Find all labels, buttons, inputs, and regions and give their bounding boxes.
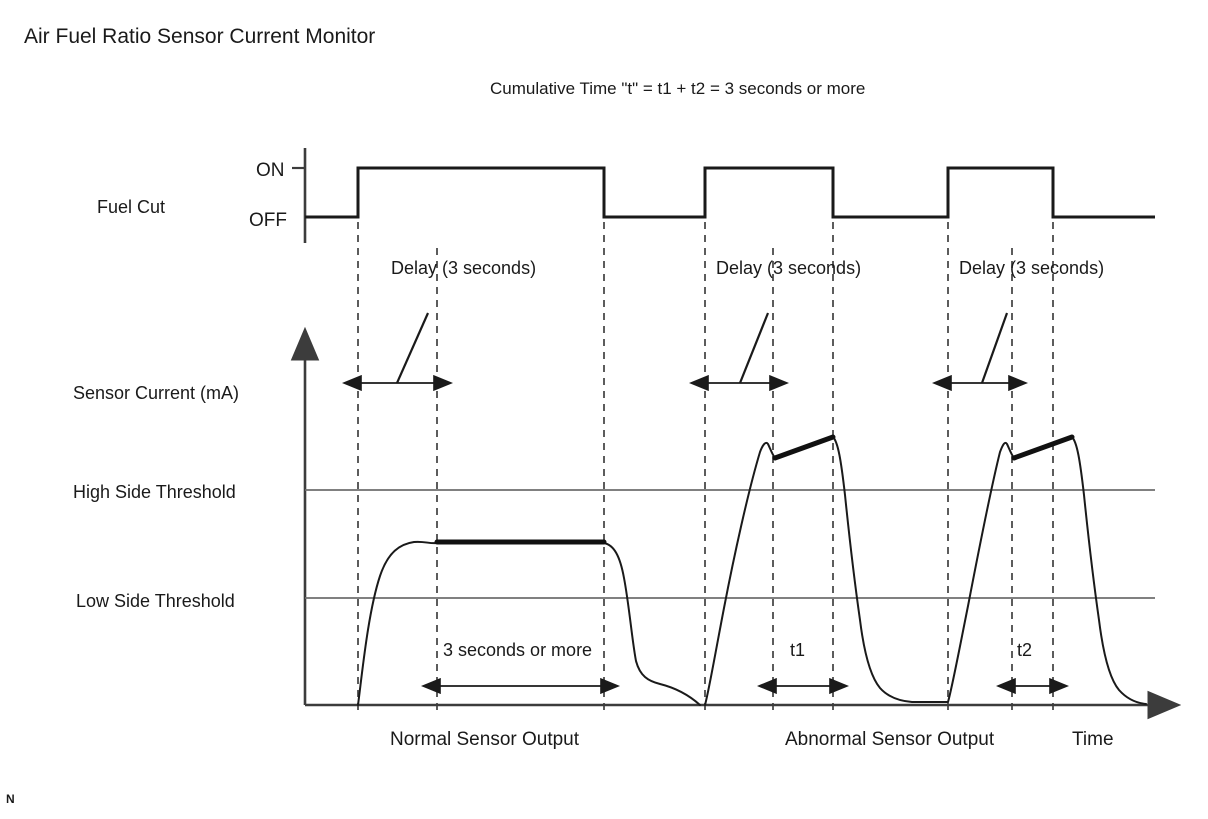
delay-leader-3 (980, 312, 1009, 384)
fuel-cut-label: Fuel Cut (97, 197, 165, 217)
time-axis-label: Time (1072, 729, 1114, 750)
abnormal-sensor-rise-bold-1 (772, 434, 836, 461)
delay-label-3: Delay (3 seconds) (959, 258, 1104, 278)
t1-label: t1 (790, 640, 805, 660)
high-side-threshold-label: High Side Threshold (73, 482, 236, 502)
delay-label-1: Delay (3 seconds) (391, 258, 536, 278)
off-tick-label: OFF (249, 210, 287, 231)
cumulative-time-subtitle: Cumulative Time "t" = t1 + t2 = 3 second… (490, 79, 865, 98)
three-seconds-label: 3 seconds or more (443, 640, 592, 660)
page-mark: N (6, 792, 15, 806)
sensor-current-axis-label: Sensor Current (mA) (73, 383, 239, 403)
delay-leader-2 (738, 312, 770, 384)
normal-sensor-output-curve (357, 540, 701, 706)
page-title: Air Fuel Ratio Sensor Current Monitor (24, 25, 375, 48)
delay-leader-1 (395, 312, 430, 384)
normal-sensor-output-label: Normal Sensor Output (390, 729, 580, 750)
delay-label-2: Delay (3 seconds) (716, 258, 861, 278)
t2-label: t2 (1017, 640, 1032, 660)
fuel-cut-waveform (305, 166, 1155, 219)
on-tick-label: ON (256, 160, 285, 181)
abnormal-sensor-rise-bold-2 (1011, 434, 1075, 461)
abnormal-sensor-output-label: Abnormal Sensor Output (785, 729, 995, 750)
low-side-threshold-label: Low Side Threshold (76, 591, 235, 611)
